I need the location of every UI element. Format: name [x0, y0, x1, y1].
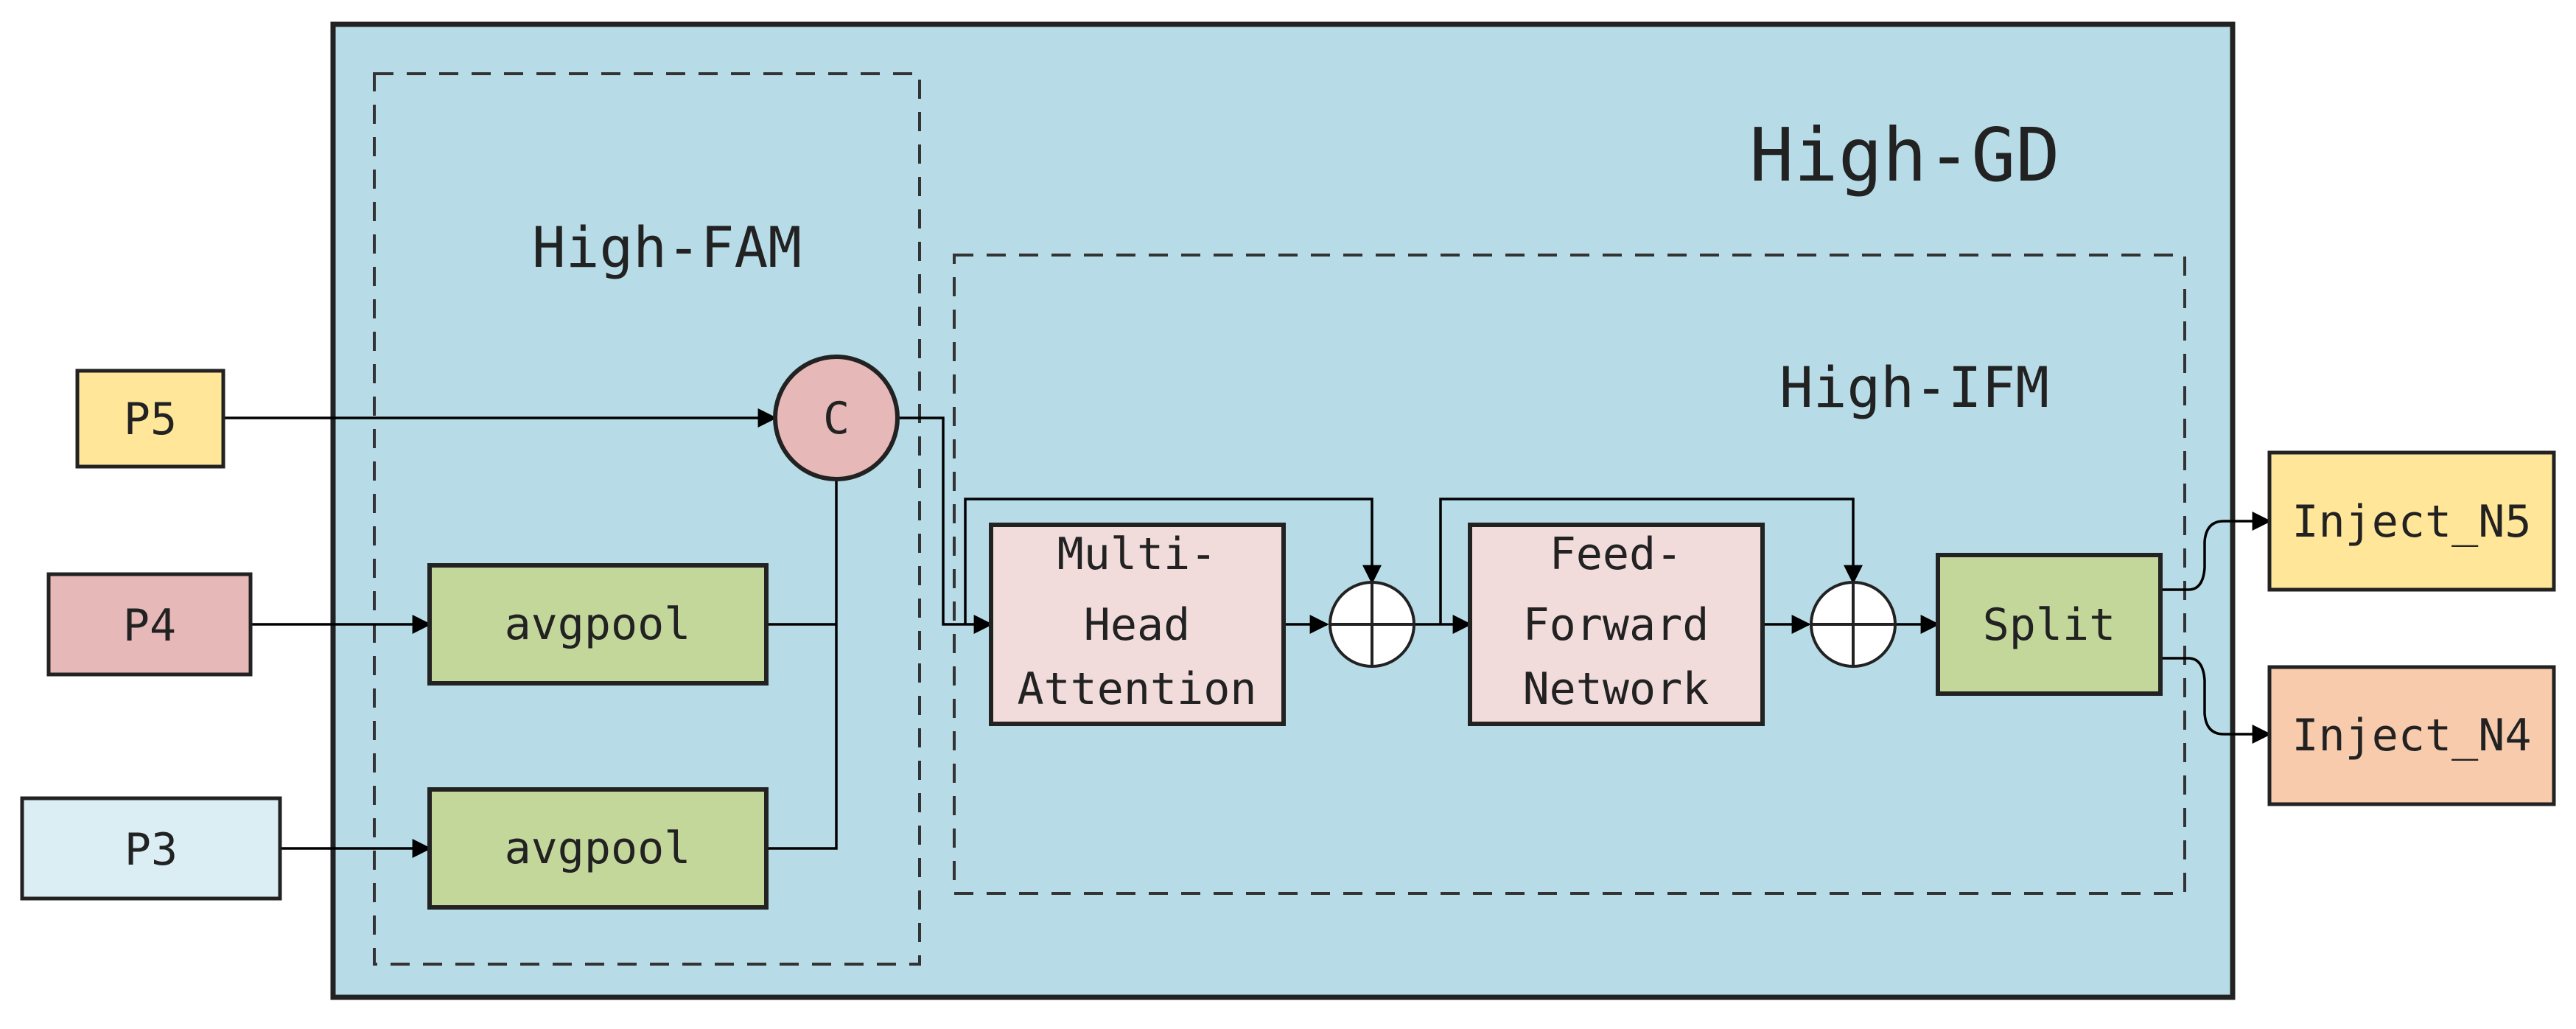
- split-block: Split: [1936, 553, 2163, 696]
- avgpool-bottom: avgpool: [427, 787, 769, 910]
- avgpool-bottom-label: avgpool: [505, 823, 691, 874]
- mha-line-2: Head: [1084, 599, 1191, 651]
- arrow-split-to-inject-n5: [2160, 512, 2272, 591]
- high-fam-group: [373, 72, 921, 966]
- output-inject-n5-label: Inject_N5: [2292, 496, 2531, 548]
- residual-mha: [964, 498, 1382, 624]
- input-p4: P4: [46, 572, 253, 677]
- arrow-split-to-inject-n4: [2160, 657, 2272, 744]
- input-p5: P5: [75, 369, 225, 469]
- avgpool-top-label: avgpool: [505, 599, 691, 650]
- input-p5-label: P5: [124, 394, 177, 445]
- avgpool-top: avgpool: [427, 563, 769, 686]
- ffn-line-1: Feed-: [1550, 529, 1683, 580]
- mha-line-1: Multi-: [1057, 529, 1217, 580]
- arrow-avgpool-bottom-to-concat: [766, 450, 846, 850]
- connectors: [223, 408, 2272, 858]
- input-p3-box: [20, 796, 282, 901]
- split-box: [1936, 553, 2163, 696]
- high-ifm-group: [953, 254, 2186, 895]
- input-p4-box: [46, 572, 253, 677]
- output-inject-n4-box: [2267, 665, 2556, 806]
- high-ifm-title: High-IFM: [1779, 355, 2049, 420]
- input-p3-label: P3: [125, 824, 178, 876]
- residual-ffn: [1439, 498, 1863, 624]
- high-gd-title: High-GD: [1749, 112, 2059, 198]
- output-inject-n5: Inject_N5: [2267, 450, 2556, 592]
- add-node-2: [1810, 581, 1897, 668]
- arrow-concat-to-mha: [897, 416, 993, 634]
- mha-block: Multi- Head Attention: [989, 523, 1286, 726]
- mha-box: [989, 523, 1286, 726]
- input-p5-box: [75, 369, 225, 469]
- add-node-1: [1329, 581, 1415, 668]
- ffn-line-3: Network: [1523, 663, 1709, 715]
- avgpool-top-box: [427, 563, 769, 686]
- concat-circle: [773, 355, 900, 481]
- output-inject-n4: Inject_N4: [2267, 665, 2556, 806]
- input-p3: P3: [20, 796, 282, 901]
- concat-node: C: [773, 355, 900, 481]
- mha-line-3: Attention: [1017, 663, 1256, 715]
- avgpool-bottom-box: [427, 787, 769, 910]
- input-p4-label: P4: [123, 600, 176, 652]
- split-label: Split: [1983, 599, 2116, 651]
- concat-label: C: [823, 393, 850, 444]
- ffn-block: Feed- Forward Network: [1468, 523, 1765, 726]
- output-inject-n5-box: [2267, 450, 2556, 592]
- ffn-line-2: Forward: [1523, 599, 1709, 651]
- output-inject-n4-label: Inject_N4: [2292, 710, 2531, 761]
- ffn-box: [1468, 523, 1765, 726]
- high-fam-title: High-FAM: [532, 214, 802, 280]
